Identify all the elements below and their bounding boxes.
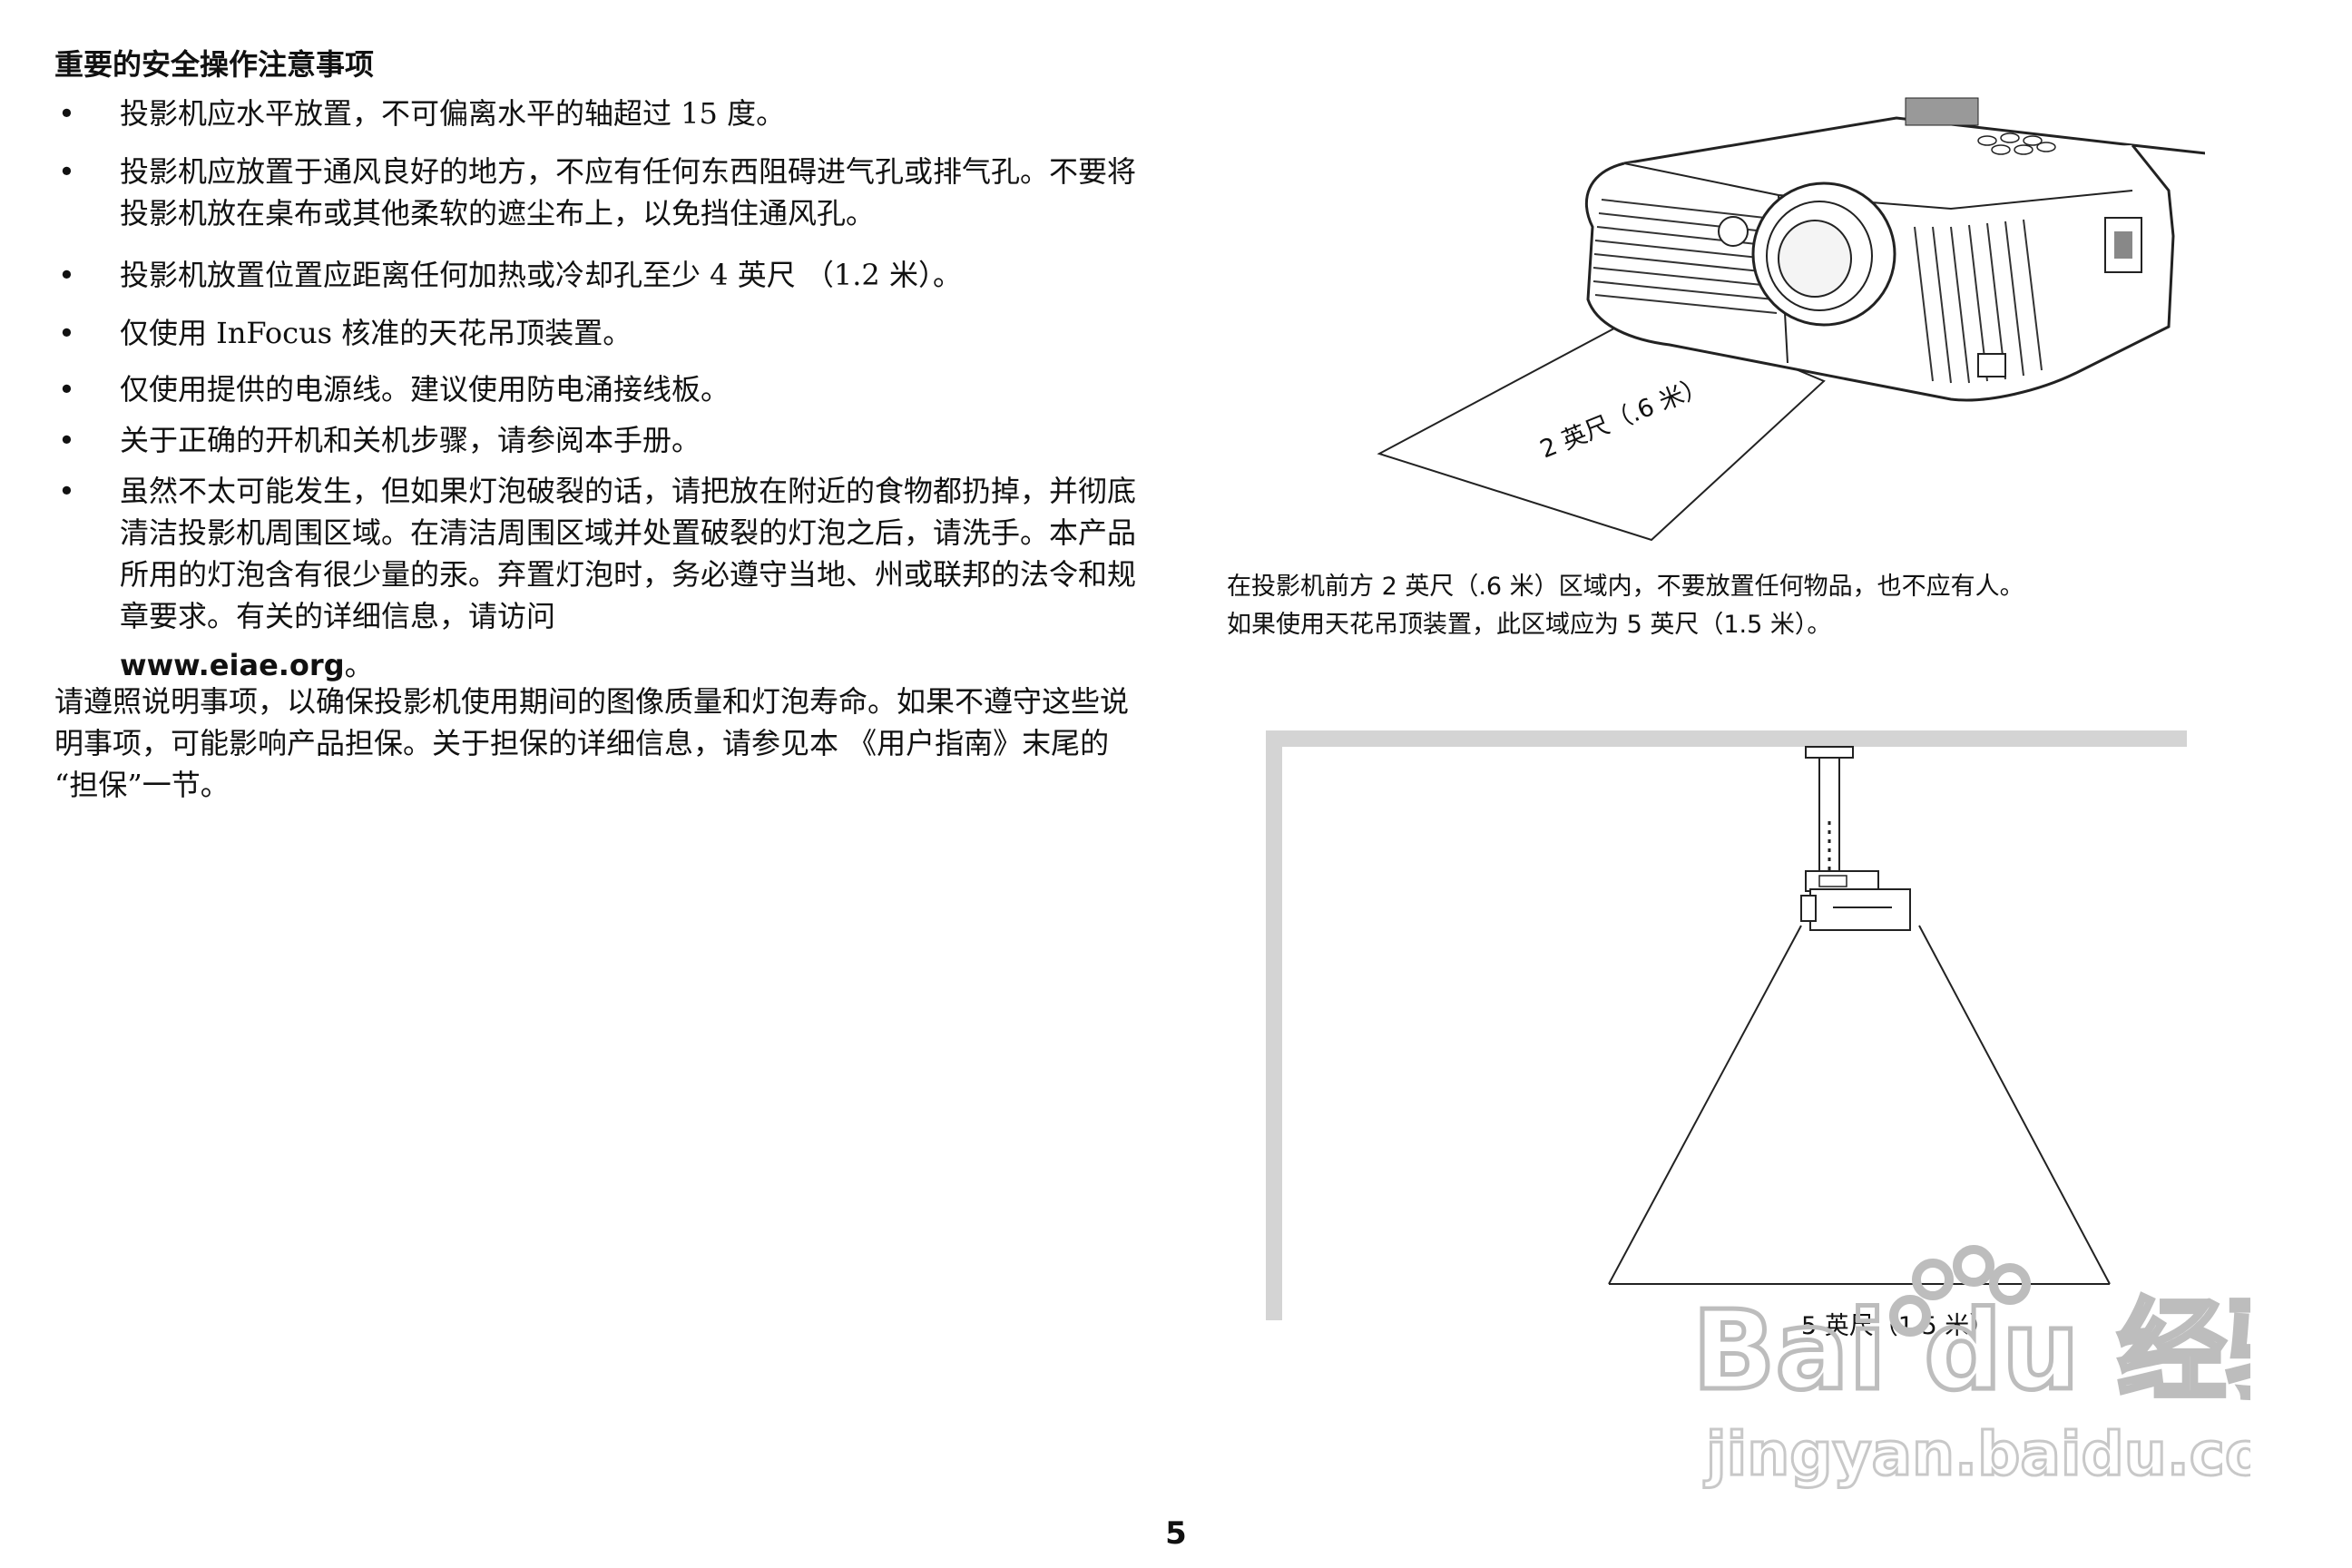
list-item: • 仅使用提供的电源线。建议使用防电涌接线板。 <box>54 368 1148 410</box>
page-number: 5 <box>1165 1515 1187 1552</box>
safety-bullet-list: • 投影机应水平放置，不可偏离水平的轴超过 15 度。 • 投影机应放置于通风良好的… <box>54 93 1148 686</box>
bullet-icon: • <box>58 258 75 292</box>
list-item: • 仅使用 InFocus 核准的天花吊顶装置。 <box>54 312 1148 354</box>
bullet-icon: • <box>58 154 75 189</box>
watermark-url: jingyan.baidu.com <box>1703 1419 2250 1489</box>
bullet-text: 仅使用 InFocus 核准的天花吊顶装置。 <box>120 316 632 350</box>
clearance-caption: 在投影机前方 2 英尺（.6 米）区域内，不要放置任何物品，也不应有人。 如果使… <box>1227 568 2279 644</box>
list-item: • 投影机应水平放置，不可偏离水平的轴超过 15 度。 <box>54 93 1148 134</box>
projector-on-table-icon: 2 英尺（.6 米） <box>1377 97 2205 542</box>
clearance-label-2ft: 2 英尺（.6 米） <box>1536 372 1711 465</box>
ceiling-mounted-projector-icon: 5 英尺（1.5 米） <box>1266 730 2187 1340</box>
caption-line-2: 如果使用天花吊顶装置，此区域应为 5 英尺（1.5 米）。 <box>1227 611 1832 639</box>
bullet-text: 仅使用提供的电源线。建议使用防电涌接线板。 <box>120 372 730 407</box>
page-heading: 重要的安全操作注意事项 <box>54 47 375 82</box>
list-item: • 虽然不太可能发生，但如果灯泡破裂的话，请把放在附近的食物都扔掉，并彻底清洁投影… <box>54 470 1148 686</box>
list-item: • 投影机放置位置应距离任何加热或冷却孔至少 4 英尺 （1.2 米）。 <box>54 254 1148 296</box>
bullet-icon: • <box>58 316 75 350</box>
bullet-icon: • <box>58 372 75 407</box>
bullet-text: 关于正确的开机和关机步骤，请参阅本手册。 <box>120 423 701 457</box>
caption-line-1: 在投影机前方 2 英尺（.6 米）区域内，不要放置任何物品，也不应有人。 <box>1227 573 2024 601</box>
warranty-paragraph: 请遵照说明事项，以确保投影机使用期间的图像质量和灯泡寿命。如果不遵守这些说明事项… <box>54 684 1130 802</box>
list-item: • 关于正确的开机和关机步骤，请参阅本手册。 <box>54 419 1148 461</box>
url-suffix: 。 <box>344 648 374 682</box>
bullet-text: 投影机应放置于通风良好的地方，不应有任何东西阻碍进气孔或排气孔。不要将投影机放在… <box>120 154 1137 230</box>
bullet-icon: • <box>58 474 75 508</box>
watermark-logo-text: Bai du 经验 <box>1692 1289 2250 1415</box>
baidu-watermark-logo: Bai du 经验 jingyan.baidu.com <box>1690 1245 2250 1491</box>
list-item: • 投影机应放置于通风良好的地方，不应有任何东西阻碍进气孔或排气孔。不要将投影机放… <box>54 151 1148 234</box>
bullet-text: 投影机应水平放置，不可偏离水平的轴超过 15 度。 <box>120 96 786 131</box>
bullet-text: 虽然不太可能发生，但如果灯泡破裂的话，请把放在附近的食物都扔掉，并彻底清洁投影机… <box>120 474 1137 633</box>
bullet-icon: • <box>58 423 75 457</box>
bullet-icon: • <box>58 96 75 131</box>
eiae-link[interactable]: www.eiae.org <box>120 648 345 682</box>
bullet-text: 投影机放置位置应距离任何加热或冷却孔至少 4 英尺 （1.2 米）。 <box>120 258 962 292</box>
